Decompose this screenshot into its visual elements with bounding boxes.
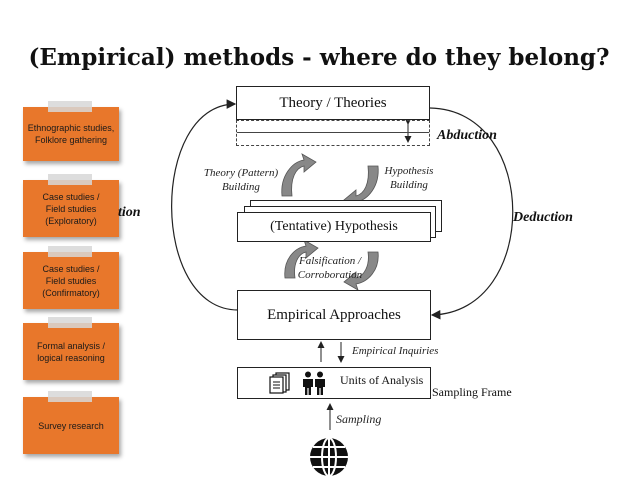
note-survey: Survey research bbox=[23, 391, 119, 454]
note-formal-analysis: Formal analysis / logical reasoning bbox=[23, 317, 119, 380]
empirical-approaches-box: Empirical Approaches bbox=[237, 290, 431, 340]
tape bbox=[48, 317, 92, 328]
cycle-arrows-icon bbox=[281, 153, 379, 209]
tape bbox=[48, 174, 92, 185]
abduction-label: Abduction bbox=[437, 128, 497, 143]
induction-label: tion bbox=[118, 205, 141, 220]
empirical-inquiries-label: Empirical Inquiries bbox=[352, 345, 439, 357]
note-case-exploratory: Case studies / Field studies (Explorator… bbox=[23, 174, 119, 237]
tape bbox=[48, 101, 92, 112]
note-case-confirmatory: Case studies / Field studies (Confirmato… bbox=[23, 246, 119, 309]
hypothesis-building-label: Hypothesis Building bbox=[384, 165, 434, 191]
cycle-arrows-icon-2 bbox=[284, 239, 379, 291]
sampling-label: Sampling bbox=[336, 412, 382, 426]
units-of-analysis-label: Units of Analysis bbox=[340, 373, 424, 387]
globe-icon bbox=[310, 437, 348, 477]
theory-building-label: Theory (Pattern) Building bbox=[203, 167, 279, 193]
tape bbox=[48, 391, 92, 402]
page-title: (Empirical) methods - where do they belo… bbox=[28, 44, 610, 71]
units-of-analysis-box: Units of Analysis bbox=[237, 367, 431, 399]
theory-box: Theory / Theories bbox=[236, 86, 430, 120]
induction-arc bbox=[171, 99, 239, 311]
note-label: Formal analysis / logical reasoning bbox=[36, 340, 106, 363]
note-ethnographic: Ethnographic studies, Folklore gathering bbox=[23, 101, 119, 161]
hypothesis-box: (Tentative) Hypothesis bbox=[237, 212, 431, 242]
note-label: Ethnographic studies, Folklore gathering bbox=[27, 123, 115, 145]
note-label: Survey research bbox=[38, 420, 104, 431]
documents-icon bbox=[269, 372, 290, 394]
deduction-arc bbox=[429, 107, 514, 320]
note-label: Case studies / Field studies (Explorator… bbox=[42, 191, 100, 226]
theory-dashed-region bbox=[236, 120, 430, 146]
falsification-label: Falsification / Corroboration bbox=[297, 255, 363, 281]
tape bbox=[48, 246, 92, 257]
people-icon bbox=[303, 371, 325, 395]
sampling-frame-label: Sampling Frame bbox=[432, 385, 512, 399]
note-label: Case studies / Field studies (Confirmato… bbox=[42, 263, 100, 298]
deduction-label: Deduction bbox=[513, 210, 573, 225]
